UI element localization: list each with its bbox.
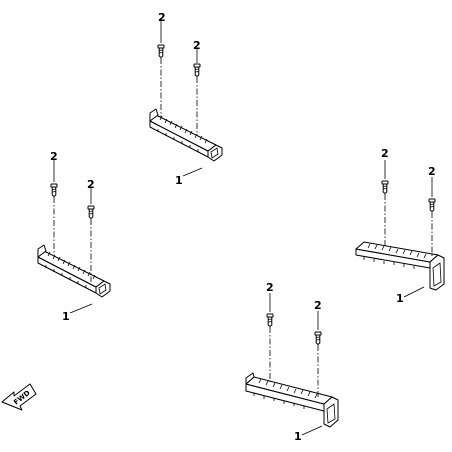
- bolt-part: [266, 313, 274, 327]
- bolt-part: [157, 44, 165, 58]
- bolt-part: [193, 63, 201, 77]
- callout-step: 1: [62, 310, 70, 323]
- callout-bolt: 2: [266, 281, 274, 294]
- bolt-part: [381, 180, 389, 194]
- callout-step: 1: [294, 430, 302, 443]
- bolt-part: [50, 183, 58, 197]
- assembly-bottom-center: 2 2 1: [245, 281, 339, 443]
- step-part: [37, 244, 111, 298]
- bolt-part: [87, 205, 95, 219]
- callout-bolt: 2: [314, 299, 322, 312]
- assembly-right: 2 2 1: [355, 147, 445, 305]
- callout-bolt: 2: [193, 39, 201, 52]
- callout-step: 1: [396, 292, 404, 305]
- callout-bolt: 2: [381, 147, 389, 160]
- bolt-part: [314, 331, 322, 345]
- fwd-direction-arrow: FWD: [1, 383, 37, 411]
- callout-bolt: 2: [50, 150, 58, 163]
- assembly-top-center: 2 2 1: [149, 11, 223, 187]
- assembly-left: 2 2 1: [37, 150, 111, 323]
- callout-step: 1: [175, 174, 183, 187]
- callout-bolt: 2: [158, 11, 166, 24]
- callout-bolt: 2: [87, 178, 95, 191]
- callout-bolt: 2: [428, 165, 436, 178]
- bolt-part: [428, 198, 436, 212]
- arrow-icon: [1, 383, 37, 411]
